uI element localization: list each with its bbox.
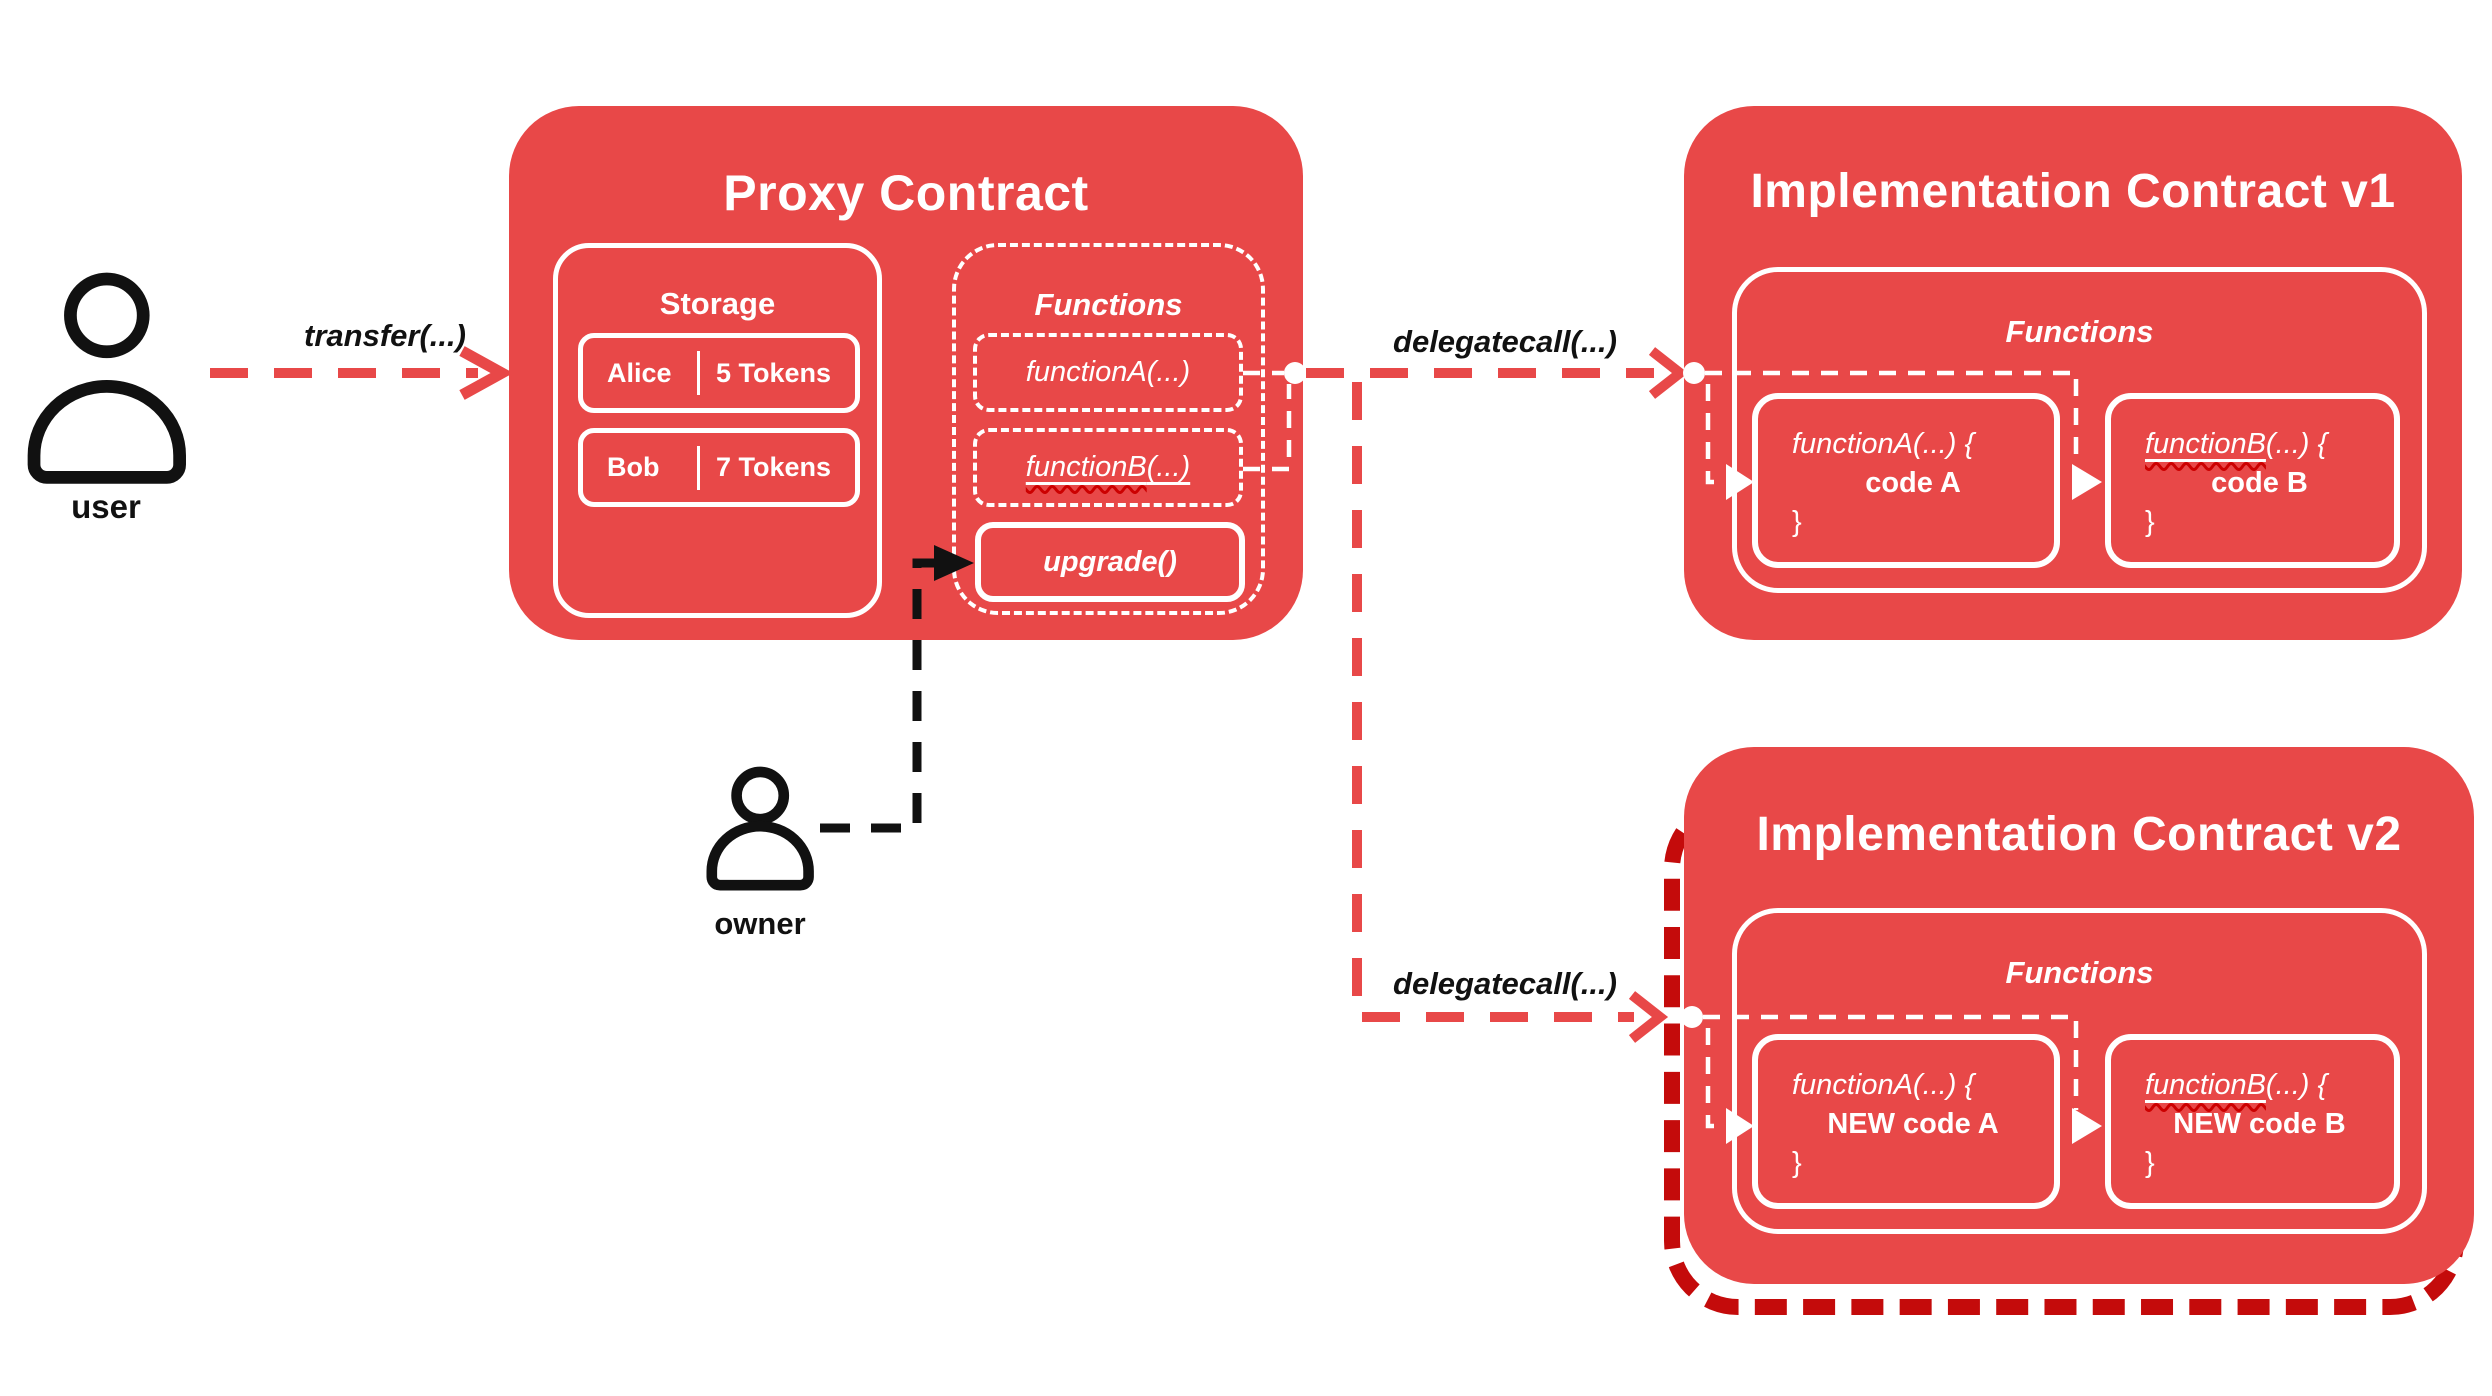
- bob-name: Bob: [607, 452, 660, 482]
- proxy-functionB-name: functionB: [1025, 451, 1147, 483]
- proxy-upgrade-item: upgrade(): [975, 522, 1245, 602]
- v2-functionB-box: functionB(...) { NEW code B }: [2105, 1034, 2400, 1209]
- owner-label: owner: [714, 906, 806, 941]
- proxy-title: Proxy Contract: [723, 165, 1089, 221]
- v2-functionB-close: }: [2145, 1147, 2155, 1179]
- v2-functionB-rest: (...) {: [2265, 1069, 2328, 1101]
- storage-row-bob: Bob 7 Tokens: [578, 428, 860, 507]
- v2-functionB-body: NEW code B: [2173, 1108, 2346, 1140]
- v1-functionB-body: code B: [2211, 467, 2308, 499]
- alice-name: Alice: [607, 357, 672, 388]
- v1-functionA-box: functionA(...) { code A }: [1752, 393, 2060, 568]
- v2-functions-title: Functions: [2005, 955, 2154, 990]
- row-divider: [697, 445, 700, 490]
- v1-functions-title: Functions: [2005, 314, 2154, 349]
- v2-functionB-name: functionB: [2145, 1069, 2266, 1101]
- v2-functionA-box: functionA(...) { NEW code A }: [1752, 1034, 2060, 1209]
- v2-functionA-signature: functionA(...) {: [1792, 1069, 1975, 1101]
- owner-icon: [706, 766, 814, 891]
- impl-v2-title: Implementation Contract v2: [1756, 808, 2402, 861]
- user-label: user: [71, 488, 141, 525]
- storage-box: Storage: [553, 243, 882, 618]
- proxy-contract-box: Proxy Contract: [509, 106, 1303, 640]
- v1-functionA-close: }: [1792, 506, 1802, 538]
- proxy-functionB-item: functionB(...): [973, 428, 1243, 507]
- v1-functionB-close: }: [2145, 506, 2155, 538]
- delegatecall-v2-arrow: [1352, 382, 1634, 1022]
- delegatecall-v2-label: delegatecall(...): [1393, 966, 1617, 1001]
- delegatecall-v1-label: delegatecall(...): [1393, 324, 1617, 359]
- v2-functionA-body: NEW code A: [1827, 1108, 1999, 1140]
- row-divider: [697, 351, 700, 395]
- transfer-arrowhead: [459, 346, 514, 400]
- v1-functionB-rest: (...) {: [2265, 428, 2328, 460]
- v1-functionB-box: functionB(...) { code B }: [2105, 393, 2400, 568]
- v1-functionB-signature: functionB(...) {: [2145, 425, 2394, 464]
- user-icon: [27, 272, 186, 484]
- proxy-functionB-rest: (...): [1146, 451, 1191, 483]
- proxy-functionB-label: functionB(...): [1026, 451, 1190, 484]
- proxy-functionA-label: functionA(...): [1025, 356, 1191, 388]
- v1-functionB-name: functionB: [2145, 428, 2266, 460]
- v2-functionB-signature: functionB(...) {: [2145, 1066, 2394, 1105]
- alice-tokens: 5 Tokens: [716, 357, 832, 388]
- bob-tokens: 7 Tokens: [716, 452, 832, 482]
- v1-functionA-body: code A: [1865, 467, 1961, 499]
- v2-functionA-close: }: [1792, 1147, 1802, 1179]
- storage-title: Storage: [659, 286, 776, 321]
- proxy-upgrade-label: upgrade(): [1043, 545, 1177, 578]
- v1-functionA-signature: functionA(...) {: [1792, 428, 1975, 460]
- proxy-functionA-item: functionA(...): [973, 333, 1243, 412]
- transfer-label: transfer(...): [304, 318, 466, 353]
- impl-v1-title: Implementation Contract v1: [1750, 165, 2396, 218]
- storage-row-alice: Alice 5 Tokens: [578, 333, 860, 413]
- proxy-functions-title: Functions: [1034, 287, 1183, 322]
